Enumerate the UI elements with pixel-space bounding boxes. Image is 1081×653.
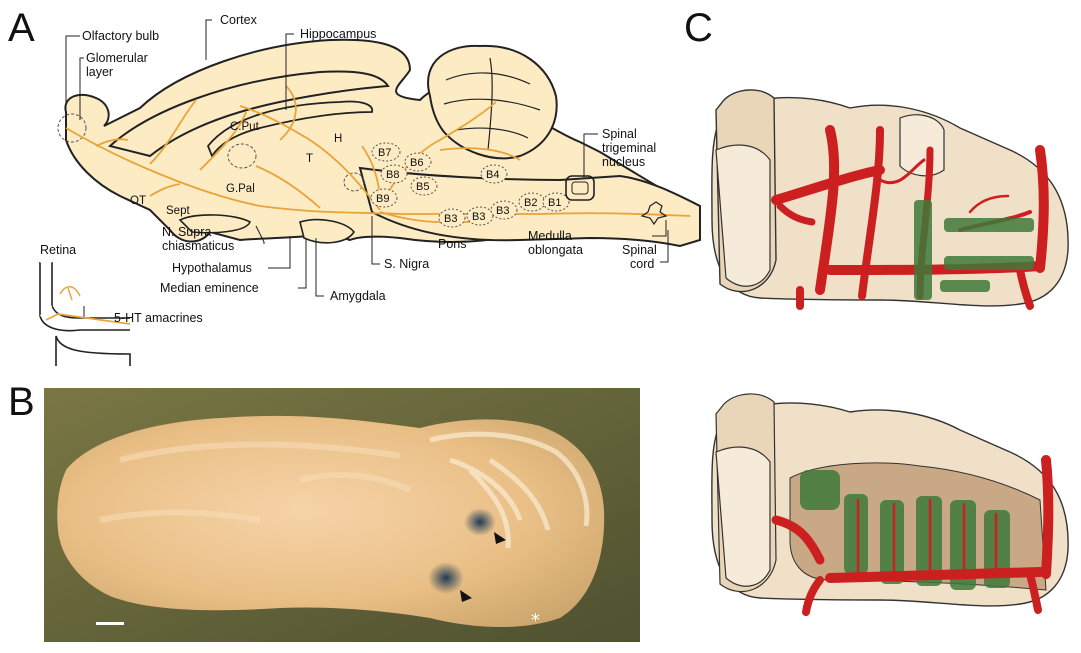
label-spinal-cord-line2: cord bbox=[630, 257, 654, 271]
label-5ht-amacrines: 5-HT amacrines bbox=[114, 311, 203, 325]
panel-a-diagram: B7 B6 B8 B5 B9 B4 B3 B3 B3 B2 B1 bbox=[40, 13, 700, 366]
label-spinal-trigeminal-line2: trigeminal bbox=[602, 141, 656, 155]
nucleus-b3-b: B3 bbox=[472, 211, 485, 223]
label-medulla-line1: Medulla bbox=[528, 229, 572, 243]
label-retina: Retina bbox=[40, 243, 76, 257]
label-pons: Pons bbox=[438, 237, 467, 251]
label-ot: OT bbox=[130, 195, 146, 207]
label-hippocampus: Hippocampus bbox=[300, 27, 376, 41]
label-h: H bbox=[334, 133, 342, 145]
label-sept: Sept bbox=[166, 205, 190, 217]
nucleus-b3-a: B3 bbox=[444, 213, 457, 225]
label-spinal-trigeminal-line3: nucleus bbox=[602, 155, 645, 169]
panel-b-photo bbox=[44, 388, 640, 642]
label-n-supra-line1: N. Supra bbox=[162, 225, 211, 239]
label-hypothalamus: Hypothalamus bbox=[172, 261, 252, 275]
nucleus-b3-c: B3 bbox=[496, 205, 509, 217]
scale-bar bbox=[96, 622, 124, 625]
label-spinal-trigeminal-line1: Spinal bbox=[602, 127, 637, 141]
label-glomerular-line2: layer bbox=[86, 65, 113, 79]
nucleus-b8: B8 bbox=[386, 169, 399, 181]
label-s-nigra: S. Nigra bbox=[384, 257, 429, 271]
label-t: T bbox=[306, 153, 313, 165]
nucleus-b6: B6 bbox=[410, 157, 423, 169]
label-glomerular-line1: Glomerular bbox=[86, 51, 148, 65]
panel-c-lower-rendering bbox=[712, 394, 1068, 612]
nucleus-b2: B2 bbox=[524, 197, 537, 209]
nucleus-b5: B5 bbox=[416, 181, 429, 193]
label-n-supra-line2: chiasmaticus bbox=[162, 239, 234, 253]
label-spinal-cord-line1: Spinal bbox=[622, 243, 657, 257]
label-amygdala: Amygdala bbox=[330, 289, 386, 303]
annotation-star: * bbox=[531, 610, 540, 631]
label-g-pal: G.Pal bbox=[226, 183, 255, 195]
nucleus-b9: B9 bbox=[376, 193, 389, 205]
nucleus-b7: B7 bbox=[378, 147, 391, 159]
nucleus-b4: B4 bbox=[486, 169, 499, 181]
nucleus-b1: B1 bbox=[548, 197, 561, 209]
label-medulla-line2: oblongata bbox=[528, 243, 583, 257]
label-olfactory-bulb: Olfactory bulb bbox=[82, 29, 159, 43]
label-c-put: C.Put bbox=[230, 121, 260, 133]
label-median-eminence: Median eminence bbox=[160, 281, 259, 295]
panel-c-upper-rendering bbox=[712, 90, 1068, 306]
label-cortex: Cortex bbox=[220, 13, 258, 27]
